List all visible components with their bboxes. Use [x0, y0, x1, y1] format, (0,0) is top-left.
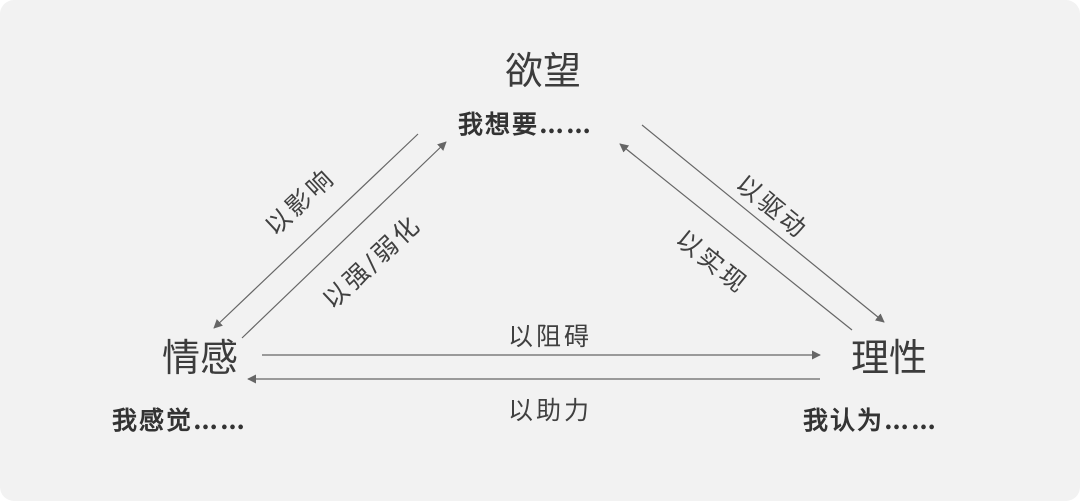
node-emotion-label: 情感: [162, 336, 239, 380]
arrow-desire-to-reason: [641, 124, 885, 323]
edge-label-reason-to-emotion: 以助力: [508, 396, 593, 425]
arrow-reason-to-desire: [619, 143, 853, 331]
node-reason-label: 理性: [851, 336, 928, 380]
arrow-desire-to-emotion: [213, 133, 419, 329]
node-desire-label: 欲望: [505, 49, 582, 93]
node-reason-phrase: 我认为……: [803, 406, 939, 435]
edge-label-emotion-to-reason: 以阻碍: [508, 322, 593, 351]
node-emotion-phrase: 我感觉……: [112, 406, 248, 435]
arrow-emotion-to-desire: [241, 141, 447, 339]
node-desire-phrase: 我想要……: [458, 110, 594, 139]
